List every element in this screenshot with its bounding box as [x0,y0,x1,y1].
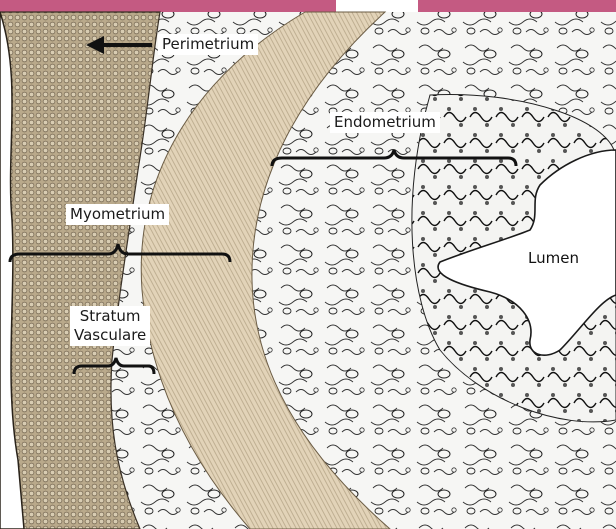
stained-edge-strip [0,0,616,12]
endometrium-label: Endometrium [330,112,440,133]
myometrium-label: Myometrium [66,204,169,225]
stratum-vasculare-label: Stratum Vasculare [70,306,150,346]
lumen-label: Lumen [528,249,579,268]
strip-gap [336,0,418,12]
perimetrium-label: Perimetrium [158,34,258,55]
